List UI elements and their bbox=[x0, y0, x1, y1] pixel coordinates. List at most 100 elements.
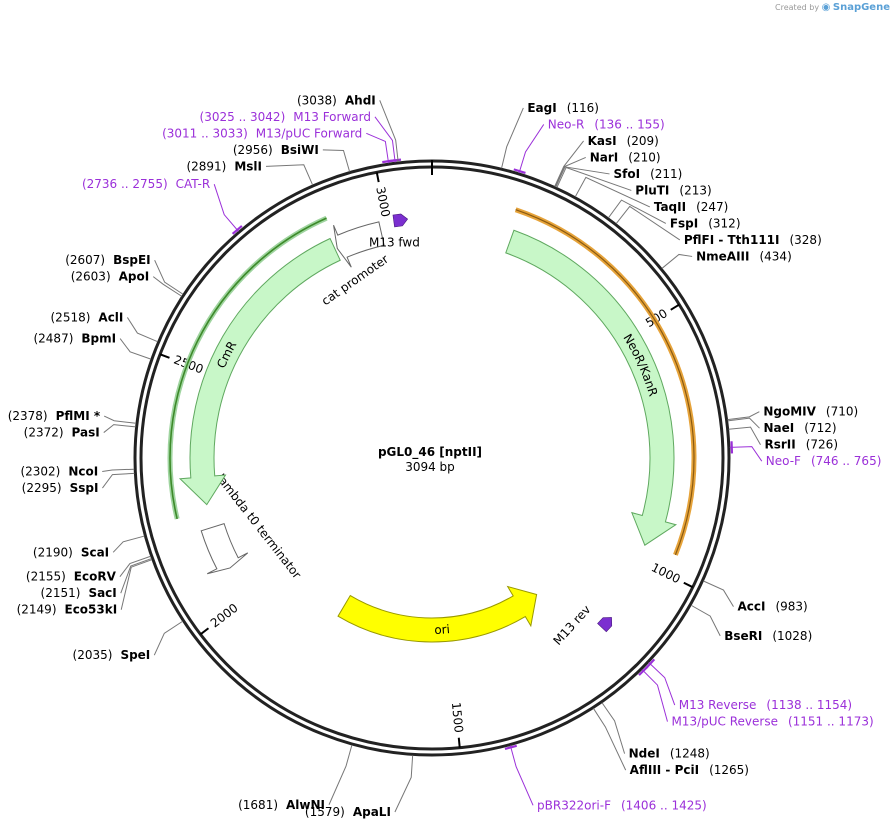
primer-range: (3025 .. 3042) bbox=[200, 110, 286, 124]
enzyme-position: (2302) bbox=[20, 465, 60, 479]
primer-name: M13/pUC Reverse bbox=[671, 715, 778, 729]
primer-label-neo-f: Neo-F(746 .. 765) bbox=[766, 454, 882, 468]
feature-lambda-t0-terminator bbox=[200, 522, 249, 575]
enzyme-name: EcoRV bbox=[74, 570, 117, 584]
tick-mark bbox=[375, 172, 380, 183]
enzyme-label-acci: AccI (983) bbox=[737, 600, 807, 614]
leader-line bbox=[690, 604, 721, 637]
enzyme-position: (2607) bbox=[65, 253, 105, 267]
leader-line bbox=[394, 755, 414, 813]
enzyme-label-bpmi: (2487)BpmI bbox=[33, 332, 116, 346]
leader-line bbox=[322, 149, 351, 172]
leader-line bbox=[120, 559, 153, 610]
enzyme-position: (2372) bbox=[24, 426, 64, 440]
enzyme-position: (116) bbox=[567, 101, 599, 115]
leader-line bbox=[379, 100, 399, 162]
plasmid-size: 3094 bp bbox=[405, 460, 455, 474]
primer-name: pBR322ori-F bbox=[537, 798, 611, 812]
enzyme-position: (2149) bbox=[17, 603, 57, 617]
enzyme-name: BseRI bbox=[724, 629, 762, 643]
enzyme-label-ahdi: (3038)AhdI bbox=[297, 93, 376, 107]
enzyme-name: ScaI bbox=[81, 545, 109, 559]
primer-range: (746 .. 765) bbox=[811, 454, 881, 468]
enzyme-label-kasi: KasI (209) bbox=[588, 134, 659, 148]
enzyme-name: Eco53kI bbox=[65, 603, 118, 617]
primer-label-pbr322ori-f: pBR322ori-F(1406 .. 1425) bbox=[537, 798, 707, 812]
enzyme-position: (1265) bbox=[709, 763, 749, 777]
leader-line bbox=[661, 253, 693, 269]
enzyme-name: RsrII bbox=[765, 438, 796, 452]
leader-line bbox=[555, 166, 610, 188]
enzyme-position: (2155) bbox=[26, 570, 66, 584]
enzyme-name: PluTI bbox=[635, 183, 669, 197]
enzyme-position: (213) bbox=[679, 183, 711, 197]
tick-mark bbox=[199, 627, 210, 636]
enzyme-label-pasi: (2372) PasI bbox=[24, 426, 100, 440]
enzyme-name: SspI bbox=[70, 481, 99, 495]
enzyme-label-sfoi: SfoI(211) bbox=[614, 167, 683, 181]
enzyme-name: NdeI bbox=[629, 747, 660, 761]
enzyme-position: (247) bbox=[696, 200, 728, 214]
enzyme-label-eagi: EagI (116) bbox=[527, 101, 599, 115]
site-labels: EagI(116)Neo-R(136 .. 155)KasI(209)NarI(… bbox=[8, 93, 882, 819]
enzyme-name: KasI bbox=[588, 134, 617, 148]
enzyme-position: (209) bbox=[627, 134, 659, 148]
feature-label-ori: ori bbox=[434, 622, 450, 637]
enzyme-label-ndei: NdeI(1248) bbox=[629, 747, 710, 761]
leader-line bbox=[126, 317, 158, 343]
enzyme-label-msli: (2891)MslI bbox=[186, 159, 262, 173]
leader-line bbox=[153, 620, 183, 656]
enzyme-position: (312) bbox=[708, 216, 740, 230]
enzyme-name: PflFI - Tth111I bbox=[684, 233, 780, 247]
enzyme-position: (210) bbox=[628, 150, 660, 164]
enzyme-name: BsiWI bbox=[281, 143, 319, 157]
leader-line bbox=[265, 164, 314, 186]
enzyme-name: SfoI bbox=[614, 167, 641, 181]
primer-range: (1138 .. 1154) bbox=[766, 698, 852, 712]
primer-name: M13 Reverse bbox=[679, 698, 757, 712]
enzyme-name: ApaLI bbox=[353, 805, 391, 819]
primer-name: M13 Forward bbox=[293, 110, 371, 124]
leader-line bbox=[593, 708, 627, 771]
enzyme-name: AccI bbox=[737, 600, 765, 614]
leader-line bbox=[574, 176, 651, 208]
enzyme-position: (983) bbox=[775, 600, 807, 614]
tick-label: 1000 bbox=[649, 560, 683, 586]
tick-mark bbox=[683, 581, 694, 589]
enzyme-name: AlwNI bbox=[286, 798, 325, 812]
feature-ori bbox=[337, 585, 538, 643]
leader-line bbox=[154, 259, 184, 295]
primer-site-m13-fwd bbox=[392, 213, 409, 228]
enzyme-name: AclI bbox=[98, 310, 123, 324]
leader-line bbox=[213, 184, 239, 232]
primer-name: CAT-R bbox=[176, 177, 211, 191]
leader-line bbox=[648, 662, 676, 706]
enzyme-name: EagI bbox=[527, 101, 556, 115]
enzyme-name: SpeI bbox=[120, 648, 150, 662]
leader-line bbox=[554, 140, 584, 187]
leader-line bbox=[703, 580, 734, 607]
enzyme-label-spei: (2035)SpeI bbox=[73, 648, 151, 662]
leader-line bbox=[103, 415, 137, 424]
enzyme-position: (1681) bbox=[238, 798, 278, 812]
enzyme-position: (328) bbox=[789, 233, 821, 247]
tick-label: 1500 bbox=[449, 702, 466, 734]
snapgene-watermark: Created by ◉ SnapGene bbox=[775, 2, 890, 13]
enzyme-label-sspi: (2295)SspI bbox=[22, 481, 99, 495]
enzyme-label-eco53ki: (2149) Eco53kI bbox=[17, 603, 118, 617]
leader-line bbox=[556, 166, 632, 191]
enzyme-label-scai: (2190)ScaI bbox=[33, 545, 109, 559]
enzyme-label-afliii-pcii: AflIII - PciI(1265) bbox=[630, 763, 749, 777]
enzyme-position: (434) bbox=[759, 249, 791, 263]
enzyme-name: BspEI bbox=[113, 253, 151, 267]
leader-line bbox=[601, 702, 626, 754]
enzyme-label-bspei: (2607) BspEI bbox=[65, 253, 150, 267]
enzyme-name: NcoI bbox=[68, 465, 98, 479]
enzyme-position: (2518) bbox=[51, 310, 91, 324]
plasmid-backbone bbox=[133, 159, 731, 757]
enzyme-name: NaeI bbox=[764, 421, 795, 435]
snapgene-logo-icon: ◉ bbox=[821, 2, 831, 13]
enzyme-label-pluti: PluTI (213) bbox=[635, 183, 711, 197]
enzyme-name: PasI bbox=[72, 426, 100, 440]
